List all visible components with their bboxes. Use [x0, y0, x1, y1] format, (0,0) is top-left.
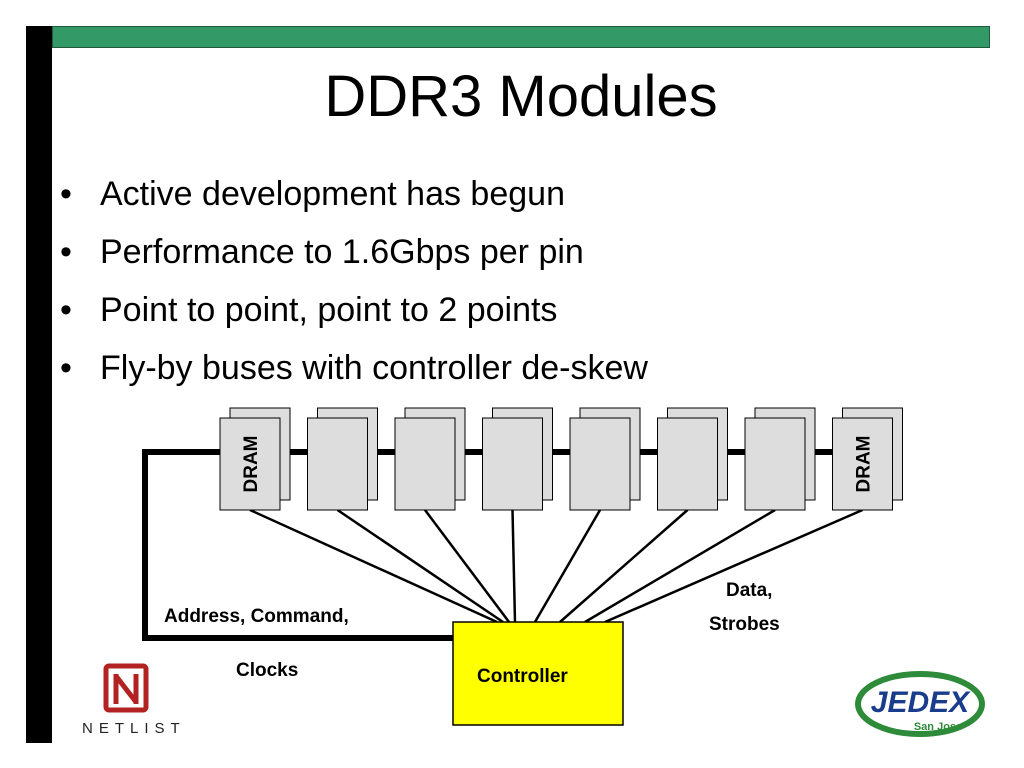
top-accent-bar: [52, 26, 990, 48]
dram-chip: [657, 407, 728, 511]
dram-chip-front: [657, 417, 718, 511]
jedex-subtitle: San Jose: [914, 721, 962, 733]
bullet-text: Active development has begun: [100, 175, 565, 213]
bullet-text: Point to point, point to 2 points: [100, 291, 558, 329]
data-line: [336, 508, 504, 624]
slide-title: DDR3 Modules: [324, 64, 718, 129]
bullet-item: • Fly-by buses with controller de-skew: [58, 344, 648, 402]
dram-chip-front: [394, 417, 456, 511]
controller-box: [452, 621, 624, 726]
jedex-wordmark: JEDEX: [871, 686, 971, 719]
bullet-list: • Active development has begun • Performan…: [58, 170, 648, 402]
dram-chip: [569, 407, 641, 511]
netlist-logo-icon: [103, 663, 149, 713]
bullet-text: Fly-by buses with controller de-skew: [100, 349, 648, 387]
data-line: [249, 508, 498, 624]
controller-label: Controller: [477, 666, 568, 687]
dram-chip-front: [744, 417, 806, 511]
bullet-dot: •: [60, 233, 72, 271]
bullet-item: • Point to point, point to 2 points: [58, 286, 648, 344]
data-line: [511, 509, 517, 623]
dram-label: DRAM: [241, 436, 262, 493]
bullet-item: • Active development has begun: [58, 170, 648, 228]
left-accent-bar: [26, 26, 52, 743]
bullet-text: Performance to 1.6Gbps per pin: [100, 233, 584, 271]
data-line: [424, 509, 510, 623]
dram-chip-front: [307, 417, 368, 511]
netlist-wordmark: NETLIST: [82, 720, 186, 737]
clocks-label: Clocks: [236, 660, 299, 681]
dram-chip: [744, 407, 816, 511]
strobes-label: Strobes: [709, 614, 780, 635]
dram-label: DRAM: [854, 436, 875, 493]
bullet-dot: •: [60, 291, 72, 329]
dram-chip: [307, 407, 378, 511]
dram-chip-front: [482, 417, 543, 511]
dram-chip-front: [569, 417, 631, 511]
bullet-item: • Performance to 1.6Gbps per pin: [58, 228, 648, 286]
data-strobe-lines: [249, 508, 863, 624]
address-command-label: Address, Command,: [164, 606, 349, 627]
dram-chip: DRAM: [219, 407, 291, 511]
dram-chip: [482, 407, 553, 511]
dram-chip: DRAM: [832, 407, 903, 511]
dram-chip-front: [832, 417, 893, 511]
jedex-logo-icon: JEDEX San Jose: [855, 671, 985, 737]
bullet-dot: •: [60, 349, 72, 387]
dram-chips: DRAM DRAM: [219, 407, 903, 511]
data-line: [604, 508, 863, 624]
dram-chip-front: [219, 417, 281, 511]
data-label: Data,: [726, 580, 773, 601]
data-line: [584, 508, 776, 624]
bullet-dot: •: [60, 175, 72, 213]
data-line: [533, 509, 602, 623]
data-line: [559, 509, 689, 623]
dram-chip: [394, 407, 466, 511]
